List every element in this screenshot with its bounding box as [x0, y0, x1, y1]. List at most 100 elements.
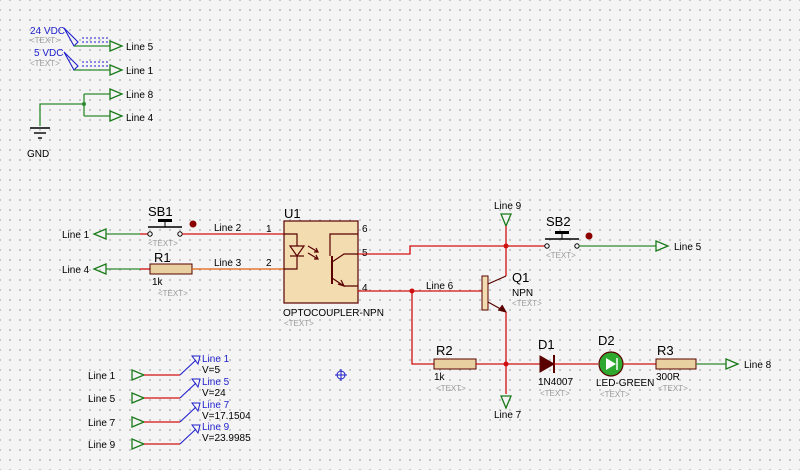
r1-ref: R1 [154, 250, 171, 265]
terminal-line9-label: Line 9 [494, 201, 522, 212]
u1-pin4: 4 [362, 283, 368, 294]
net-line3-wire: Line 3 [192, 258, 284, 270]
terminal-r3-out-icon [725, 358, 740, 370]
r2-resistor[interactable]: R2 1k <TEXT> [433, 343, 506, 393]
ground-symbol[interactable]: Line 8 Line 4 GND [27, 88, 154, 160]
terminal-line9-top[interactable]: Line 9 [494, 201, 522, 246]
sb2-out-label: Line 5 [674, 242, 702, 253]
probe-line5-net: Line 5 [88, 394, 116, 405]
r1-text: <TEXT> [158, 289, 188, 298]
terminal-line5-label: Line 5 [126, 42, 154, 53]
probe-line5[interactable]: Line 5 Line 5 V=24 [88, 377, 230, 405]
q1-text: <TEXT> [512, 299, 542, 308]
probe-line1-terminal-icon [131, 369, 146, 381]
d1-text: <TEXT> [540, 389, 570, 398]
probe-line9-icon [191, 424, 201, 435]
probe-line7-name: Line 7 [202, 400, 230, 411]
d1-diode-icon [539, 355, 556, 373]
d2-led[interactable]: D2 LED-GREEN <TEXT> [596, 333, 656, 399]
u1-phototransistor-icon [329, 233, 358, 288]
r3-value: 300R [656, 372, 680, 383]
r3-text: <TEXT> [658, 384, 688, 393]
terminal-line8-label: Line 8 [126, 90, 154, 101]
probe-line1-value: V=5 [202, 365, 221, 376]
terminal-line7-bottom[interactable]: Line 7 [494, 395, 522, 421]
probe-line9-net: Line 9 [88, 440, 116, 451]
power-5vdc-text: <TEXT> [30, 59, 60, 68]
d2-ref: D2 [598, 333, 615, 348]
sb2-switch[interactable]: SB2 <TEXT> Line 5 [544, 214, 702, 260]
r1-resistor[interactable]: R1 1k <TEXT> [140, 250, 193, 298]
probe-line5-terminal-icon [131, 392, 146, 404]
terminal-r1-in[interactable]: Line 4 [62, 263, 140, 276]
probe-line7-value: V=17.1504 [202, 411, 251, 422]
probe-line9-value: V=23.9985 [202, 433, 251, 444]
wire-pin5 [358, 243, 545, 276]
r3-resistor[interactable]: R3 300R <TEXT> Line 8 [655, 343, 772, 393]
sb1-switch[interactable]: SB1 <TEXT> [140, 204, 197, 248]
power-5vdc-label: 5 VDC [34, 48, 63, 59]
terminal-line7-icon [500, 395, 512, 410]
terminal-line1-label: Line 1 [126, 66, 154, 77]
sb2-ref: SB2 [546, 214, 571, 229]
q1-type: NPN [512, 288, 533, 299]
r2-value: 1k [434, 372, 446, 383]
terminal-line1-icon [109, 64, 124, 76]
terminal-line8-icon [109, 88, 124, 100]
probe-line5-icon [191, 378, 201, 389]
u1-led-icon [284, 233, 319, 270]
power-24vdc-text: <TEXT> [30, 36, 60, 45]
terminal-left-line1-label: Line 1 [62, 230, 90, 241]
d1-ref: D1 [538, 337, 555, 352]
u1-pin6: 6 [362, 224, 368, 235]
probe-line7-net: Line 7 [88, 418, 116, 429]
q1-emitter-arrow-icon [497, 304, 508, 313]
r3-ref: R3 [657, 343, 674, 358]
probe-line1-icon [191, 355, 201, 366]
d2-part: LED-GREEN [596, 378, 654, 389]
u1-optocoupler[interactable]: U1 1 2 6 5 4 OPTOCOUPLER-NPN <TEXT> [266, 206, 384, 328]
sb2-indicator-icon [585, 232, 593, 240]
sb1-ref: SB1 [148, 204, 173, 219]
d1-diode[interactable]: D1 1N4007 <TEXT> [506, 337, 598, 398]
probe-line9[interactable]: Line 9 Line 9 V=23.9985 [88, 422, 251, 451]
r2-text: <TEXT> [436, 384, 466, 393]
net-line2-wire: Line 2 [182, 223, 284, 235]
probe-line5-name: Line 5 [202, 377, 230, 388]
q1-ref: Q1 [512, 270, 529, 285]
sb1-indicator-icon [189, 220, 197, 228]
terminal-line5-icon [109, 40, 124, 52]
ground-icon [30, 127, 50, 139]
q1-transistor[interactable]: Q1 NPN <TEXT> [481, 270, 542, 313]
power-24vdc[interactable]: 24 VDC <TEXT> Line 5 [30, 26, 154, 53]
u1-ref: U1 [284, 206, 301, 221]
sb1-text: <TEXT> [148, 239, 178, 248]
power-24vdc-label: 24 VDC [30, 26, 65, 37]
probe-line7-terminal-icon [131, 416, 146, 428]
r3-out-label: Line 8 [744, 360, 772, 371]
sb2-text: <TEXT> [546, 251, 576, 260]
terminal-sb2-out-icon [655, 240, 670, 252]
u1-pin2: 2 [266, 258, 272, 269]
probe-line9-name: Line 9 [202, 422, 230, 433]
probe-line1[interactable]: Line 1 Line 1 V=5 [88, 354, 230, 382]
wire-emitter [503, 312, 509, 394]
probe-line7[interactable]: Line 7 Line 7 V=17.1504 [88, 400, 251, 429]
d2-text: <TEXT> [600, 390, 630, 399]
terminal-line9-icon [500, 213, 512, 228]
probe-line1-net: Line 1 [88, 371, 116, 382]
net-line6-wire: Line 6 [358, 281, 482, 365]
net-line6-label: Line 6 [426, 281, 454, 292]
terminal-left-line4-label: Line 4 [62, 265, 90, 276]
r2-ref: R2 [436, 343, 453, 358]
terminal-left-line1-icon [92, 228, 107, 240]
power-24vdc-icon [63, 27, 79, 47]
probe-line7-icon [191, 402, 201, 413]
u1-pin1: 1 [266, 224, 272, 235]
power-5vdc[interactable]: 5 VDC <TEXT> Line 1 [30, 48, 154, 77]
terminal-sb1-in[interactable]: Line 1 [62, 228, 140, 241]
probe-line5-value: V=24 [202, 388, 226, 399]
power-5vdc-icon [63, 51, 79, 71]
u1-part: OPTOCOUPLER-NPN [283, 308, 384, 319]
net-line2-label: Line 2 [214, 223, 242, 234]
